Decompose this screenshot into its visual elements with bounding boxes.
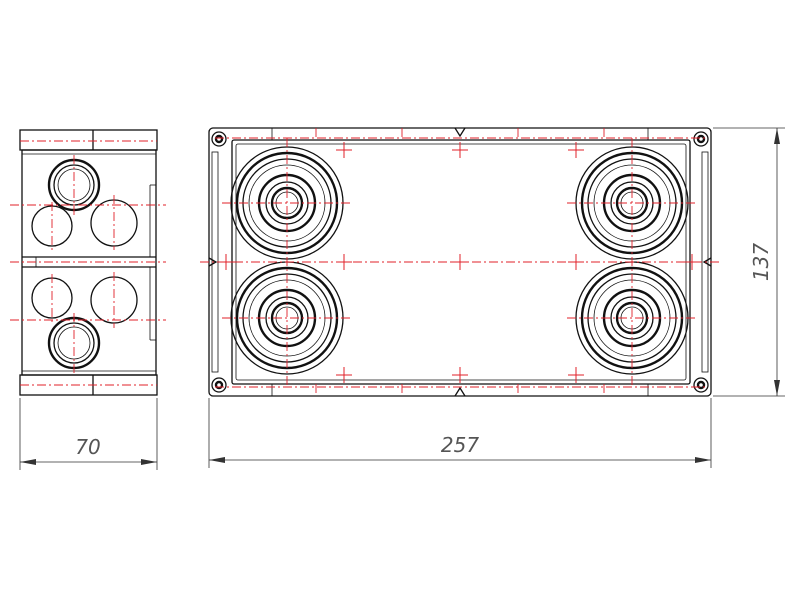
side-view-body [21, 149, 157, 376]
side-view [10, 129, 166, 396]
side-centerlines [10, 140, 166, 386]
dimension-137-label: 137 [749, 243, 773, 281]
corner-screw-top-left [211, 131, 227, 147]
side-hole-lower-right [90, 276, 138, 324]
corner-screw-top-right [693, 131, 709, 147]
corner-screw-bottom-left [211, 377, 227, 393]
side-hole-upper-right [90, 199, 138, 247]
corner-screw-bottom-right [693, 377, 709, 393]
center-crosses [218, 142, 700, 383]
side-view-top-lid [19, 129, 158, 151]
dimension-137: 137 [713, 127, 785, 397]
dimension-70: 70 [19, 398, 158, 470]
front-centerlines [200, 128, 720, 396]
dimension-70-label: 70 [75, 435, 100, 459]
dimension-257-label: 257 [441, 433, 479, 457]
dimension-257: 257 [208, 398, 712, 468]
front-view [200, 127, 720, 397]
